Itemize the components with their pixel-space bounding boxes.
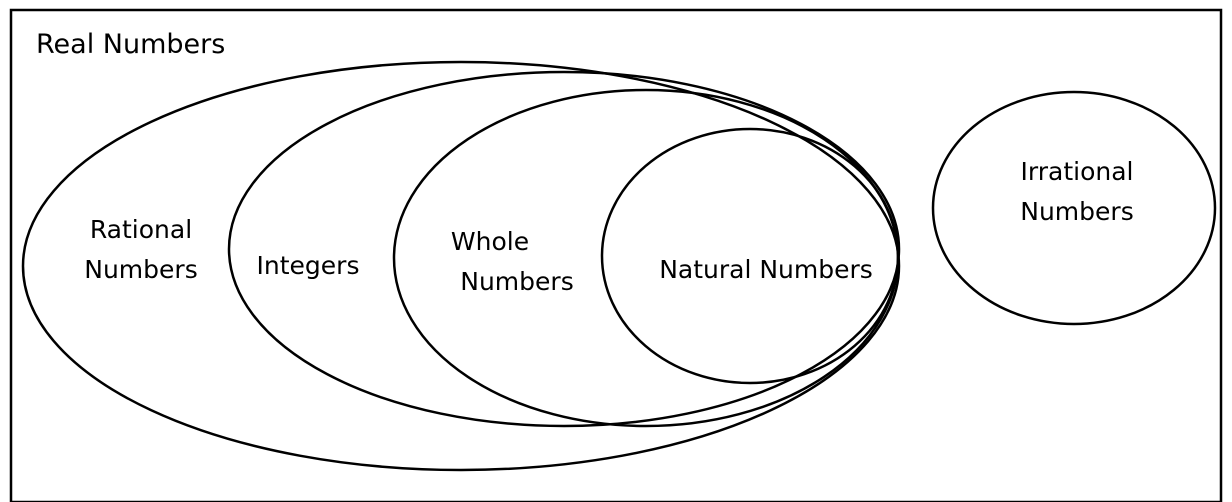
- irrational-numbers-label-line2: Numbers: [1020, 197, 1133, 226]
- rational-numbers-label-line1: Rational: [90, 215, 192, 244]
- rational-numbers-label-line2: Numbers: [84, 255, 197, 284]
- real-numbers-box: [9, 8, 1223, 502]
- rational-numbers-ellipse: [21, 60, 901, 472]
- irrational-numbers-label-line1: Irrational: [1021, 157, 1134, 186]
- whole-numbers-label-line1: Whole: [451, 227, 529, 256]
- integers-label: Integers: [257, 251, 360, 280]
- real-numbers-label: Real Numbers: [36, 29, 225, 60]
- whole-numbers-label-line2: Numbers: [460, 267, 573, 296]
- natural-numbers-ellipse: [600, 127, 900, 385]
- irrational-numbers-circle: [931, 90, 1217, 326]
- natural-numbers-label: Natural Numbers: [659, 255, 873, 284]
